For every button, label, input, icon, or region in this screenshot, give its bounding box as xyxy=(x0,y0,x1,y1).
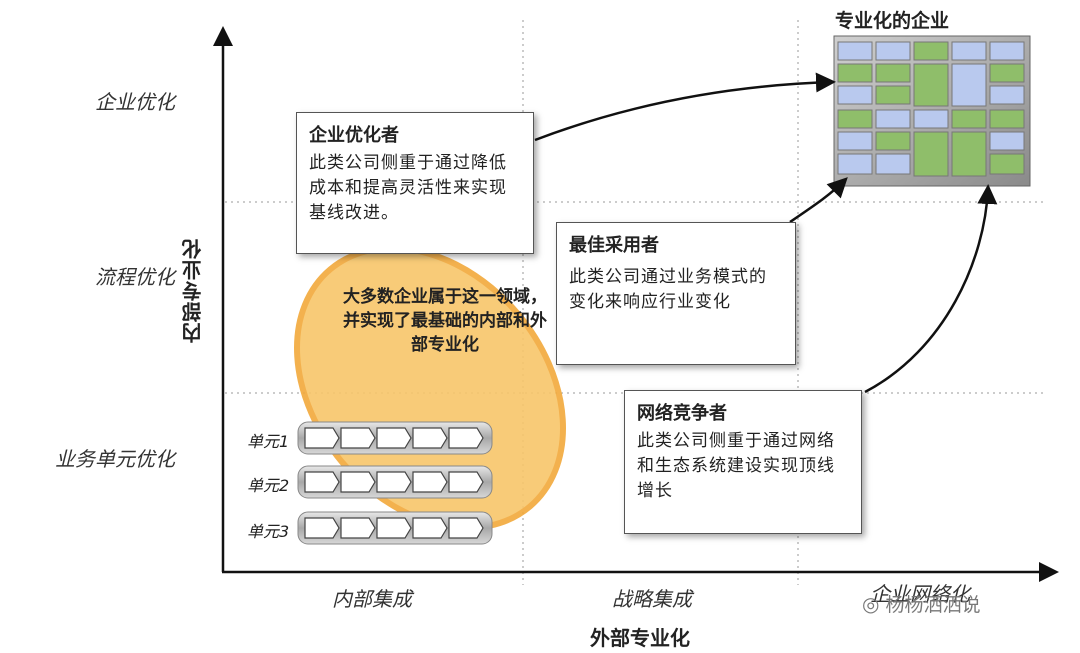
unit-tube xyxy=(297,465,493,499)
enterprise-block xyxy=(913,63,949,107)
unit-tube xyxy=(297,421,493,455)
enterprise-block xyxy=(837,131,873,151)
x-level-strategic: 战略集成 xyxy=(612,587,692,611)
enterprise-block xyxy=(913,109,949,129)
process-step-chevron xyxy=(412,517,448,539)
process-step-chevron xyxy=(412,427,448,449)
box-title: 最佳采用者 xyxy=(569,235,659,256)
process-step-chevron xyxy=(412,471,448,493)
enterprise-block xyxy=(989,85,1025,105)
process-step-chevron xyxy=(376,471,412,493)
y-axis-title: 内部专业化 xyxy=(181,238,205,343)
wechat-icon: ◎ xyxy=(862,591,880,616)
unit-label-1: 单元1 xyxy=(247,432,290,451)
enterprise-block xyxy=(837,41,873,61)
enterprise-block xyxy=(837,109,873,129)
process-step-chevron xyxy=(304,427,340,449)
enterprise-block xyxy=(989,131,1025,151)
box-title: 网络竞争者 xyxy=(637,403,727,424)
box-body: 此类公司侧重于通过降低成本和提高灵活性来实现基线改进。 xyxy=(309,153,507,223)
enterprise-block xyxy=(989,41,1025,61)
enterprise-block xyxy=(951,109,987,129)
y-level-process: 流程优化 xyxy=(95,265,175,289)
ellipse-label: 大多数企业属于这一领域，并实现了最基础的内部和外部专业化 xyxy=(343,287,547,355)
enterprise-block xyxy=(837,63,873,83)
process-step-chevron xyxy=(376,517,412,539)
box-best-adopter: 最佳采用者 此类公司通过业务模式的变化来响应行业变化 xyxy=(556,222,796,365)
enterprise-block xyxy=(913,131,949,177)
enterprise-block xyxy=(951,41,987,61)
y-level-enterprise: 企业优化 xyxy=(95,90,175,114)
enterprise-block xyxy=(875,131,911,151)
box-network-competitor: 网络竞争者 此类公司侧重于通过网络和生态系统建设实现顶线增长 xyxy=(624,390,862,534)
enterprise-block xyxy=(837,85,873,105)
enterprise-block xyxy=(989,63,1025,83)
box-title: 企业优化者 xyxy=(309,125,399,146)
enterprise-block xyxy=(875,153,911,175)
process-step-chevron xyxy=(448,471,484,493)
unit-label-3: 单元3 xyxy=(247,522,290,541)
box-body: 此类公司通过业务模式的变化来响应行业变化 xyxy=(569,267,767,312)
watermark: ◎ 杨杨洒洒说 xyxy=(862,590,980,617)
unit-tube xyxy=(297,511,493,545)
box-body: 此类公司侧重于通过网络和生态系统建设实现顶线增长 xyxy=(637,431,835,501)
arrow-network-to-enterprise xyxy=(864,184,998,394)
unit-tubes xyxy=(297,421,493,545)
enterprise-title: 专业化的企业 xyxy=(835,10,950,32)
enterprise-block xyxy=(875,109,911,129)
enterprise-block xyxy=(875,63,911,83)
x-axis-title: 外部专业化 xyxy=(590,626,690,650)
enterprise-block xyxy=(951,63,987,107)
process-step-chevron xyxy=(340,427,376,449)
enterprise-block xyxy=(837,153,873,175)
y-level-business-unit: 业务单元优化 xyxy=(55,447,175,471)
enterprise-block xyxy=(875,85,911,105)
x-level-network: 企业网络化 xyxy=(870,582,970,606)
process-step-chevron xyxy=(376,427,412,449)
process-step-chevron xyxy=(340,517,376,539)
process-step-chevron xyxy=(304,517,340,539)
enterprise-block xyxy=(989,153,1025,175)
watermark-text: 杨杨洒洒说 xyxy=(885,594,981,616)
x-level-internal: 内部集成 xyxy=(332,587,412,611)
arrow-optimizer-to-enterprise xyxy=(534,72,836,142)
unit-label-2: 单元2 xyxy=(247,476,290,495)
process-step-chevron xyxy=(340,471,376,493)
box-enterprise-optimizer: 企业优化者 此类公司侧重于通过降低成本和提高灵活性来实现基线改进。 xyxy=(296,112,534,254)
process-step-chevron xyxy=(304,471,340,493)
process-step-chevron xyxy=(448,517,484,539)
enterprise-block xyxy=(989,109,1025,129)
majority-ellipse xyxy=(294,245,566,531)
arrow-adopter-to-enterprise xyxy=(789,177,848,224)
process-step-chevron xyxy=(448,427,484,449)
enterprise-block xyxy=(875,41,911,61)
enterprise-block xyxy=(913,41,949,61)
enterprise-panel xyxy=(833,35,1031,187)
enterprise-block xyxy=(951,131,987,177)
